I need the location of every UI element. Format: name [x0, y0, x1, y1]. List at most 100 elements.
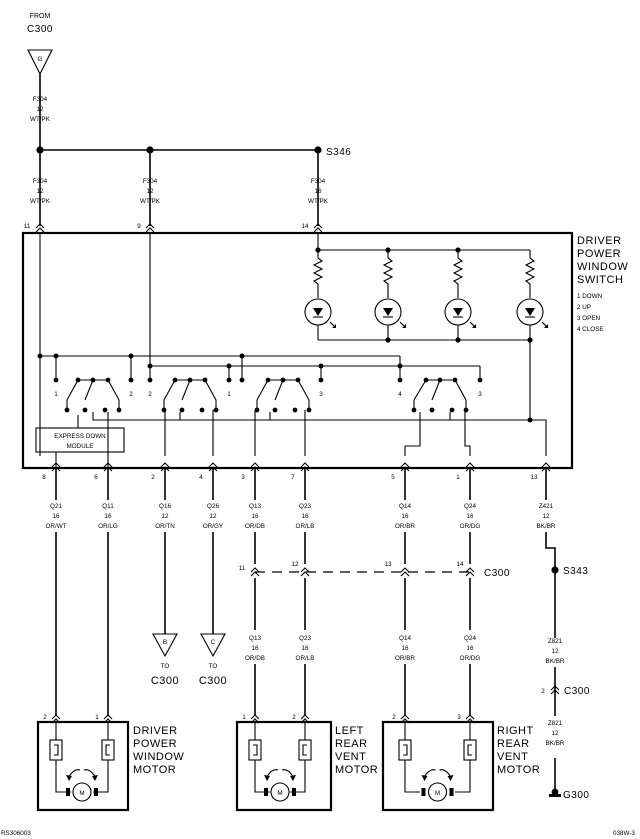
motor-symbol-label: M: [435, 790, 440, 797]
ground-wire-label: Z821 12 BK/BR: [546, 720, 565, 747]
c300-mid-pin: 13: [384, 561, 392, 568]
input-wire-label: F304 12 WT/PK: [140, 178, 161, 205]
motor-pin-label: 1: [242, 714, 246, 721]
output-wire-label: Q14: [399, 503, 411, 510]
motor-name-line: VENT: [335, 751, 366, 763]
output-wire-label: OR/DG: [460, 523, 481, 530]
svg-text:4 CLOSE: 4 CLOSE: [577, 326, 604, 333]
input-pin-label: 9: [137, 223, 141, 230]
junction-dot: [37, 353, 43, 359]
motor-name-line: MOTOR: [497, 764, 540, 776]
motor-symbol-label: M: [277, 790, 282, 797]
switch-contact-group: [147, 377, 232, 413]
output-pin-label: 6: [94, 474, 98, 481]
svg-text:Z821: Z821: [548, 720, 563, 727]
motor-name-line: MOTOR: [133, 764, 176, 776]
svg-text:2: 2: [148, 391, 152, 398]
lower-wire-label: Q24: [464, 635, 476, 642]
svg-text:3: 3: [319, 391, 323, 398]
input-wire-label: F304 16 WT/PK: [308, 178, 329, 205]
splice-s343-label: S343: [563, 566, 588, 577]
output-wire-label: Q23: [299, 503, 311, 510]
contact-labels: 1 2 2 1 3 4 3: [54, 391, 482, 398]
svg-text:WT/PK: WT/PK: [140, 198, 161, 205]
motor-pin-label: 2: [292, 714, 296, 721]
output-wire-label: Z421: [539, 503, 554, 510]
svg-text:BK/BR: BK/BR: [546, 740, 565, 747]
svg-text:BK/BR: BK/BR: [546, 658, 565, 665]
svg-text:12: 12: [551, 648, 559, 655]
output-wire-label: 16: [301, 513, 309, 520]
output-wire-label: OR/DB: [245, 523, 265, 530]
internal-wire: [92, 412, 547, 456]
output-pin-label: 2: [151, 474, 155, 481]
switch-contact-group: [397, 377, 483, 413]
motor-symbol-label: M: [79, 790, 84, 797]
output-wire-label: 16: [401, 513, 409, 520]
c300-mid-label: C300: [484, 568, 510, 579]
svg-text:1: 1: [227, 391, 231, 398]
output-wire-label: OR/GY: [203, 523, 224, 530]
feed-wire-label: F304 12 WT/PK: [30, 96, 51, 123]
c300-ground-label: C300: [564, 686, 590, 697]
output-wire-label: Q16: [159, 503, 171, 510]
from-label: FROM: [30, 13, 51, 20]
lower-wire-label: 16: [301, 645, 309, 652]
output-wire-label: 16: [52, 513, 60, 520]
output-pin-label: 3: [241, 474, 245, 481]
illumination-lamp: [516, 250, 549, 340]
footer-left: RS306003: [1, 830, 31, 837]
svg-text:2: 2: [129, 391, 133, 398]
svg-text:POWER: POWER: [577, 248, 621, 260]
output-wire-label: OR/LG: [98, 523, 118, 530]
lower-wire-label: 16: [251, 645, 259, 652]
output-pin-label: 5: [391, 474, 395, 481]
output-pin-label: 7: [291, 474, 295, 481]
from-connector: C300: [27, 24, 53, 35]
svg-text:WINDOW: WINDOW: [577, 261, 628, 273]
svg-text:1 DOWN: 1 DOWN: [577, 293, 603, 300]
motor-name-line: REAR: [497, 738, 530, 750]
input-pin-label: 14: [301, 223, 309, 230]
motor-pin-label: 2: [43, 714, 47, 721]
lower-wire-label: OR/DG: [460, 655, 481, 662]
output-wire-label: OR/LB: [296, 523, 315, 530]
output-wire-label: 16: [466, 513, 474, 520]
switch-title: DRIVER POWER WINDOW SWITCH: [577, 235, 628, 286]
svg-text:WT/PK: WT/PK: [30, 198, 51, 205]
input-wire-label: F304 12 WT/PK: [30, 178, 51, 205]
output-pin-label: 8: [42, 474, 46, 481]
c300-mid-pin: 11: [239, 565, 246, 572]
output-pin-label: 4: [199, 474, 203, 481]
output-wire-label: 16: [104, 513, 112, 520]
output-wire-label: Q26: [207, 503, 219, 510]
lower-wire-label: OR/DB: [245, 655, 265, 662]
output-wire-label: 12: [161, 513, 169, 520]
to-c300-triangle-c: [200, 633, 226, 658]
svg-text:F304: F304: [33, 178, 48, 185]
express-down-module: [35, 427, 125, 453]
lower-wire-label: Q23: [299, 635, 311, 642]
motor-pin-label: 2: [392, 714, 396, 721]
svg-text:Z821: Z821: [548, 638, 563, 645]
svg-text:12: 12: [36, 106, 44, 113]
output-wire-label: Q24: [464, 503, 476, 510]
output-wire-label: OR/BR: [395, 523, 415, 530]
ground-dot: [551, 788, 559, 796]
ground-symbol: [549, 794, 561, 797]
c300-mid-pin: 12: [291, 561, 299, 568]
to-c300-connector: C300: [151, 675, 179, 687]
lower-wire-label: 16: [401, 645, 409, 652]
svg-text:3: 3: [478, 391, 482, 398]
lower-wire-label: Q14: [399, 635, 411, 642]
